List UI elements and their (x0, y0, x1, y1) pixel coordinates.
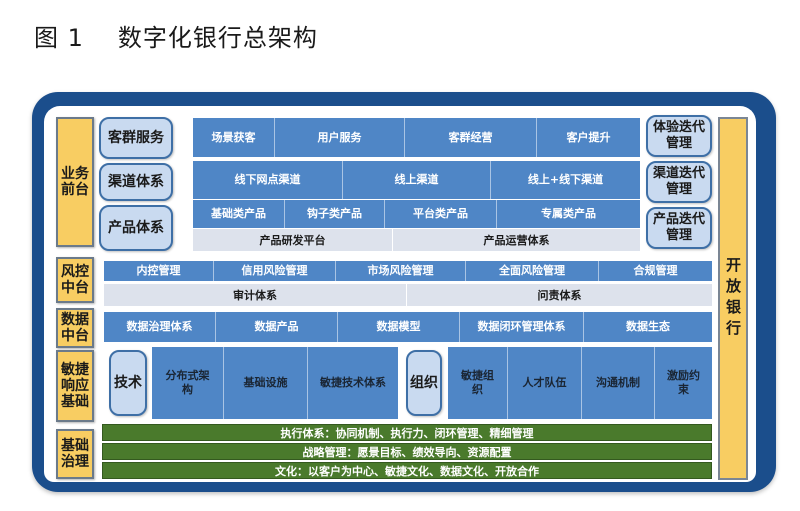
cell-talent-team: 人才队伍 (508, 347, 582, 419)
cell-agile-tech-system: 敏捷技术体系 (308, 347, 398, 419)
cell-data-products: 数据产品 (216, 312, 338, 342)
cell-data-closed-loop: 数据闭环管理体系 (460, 312, 584, 342)
cell-communication-mechanism: 沟通机制 (582, 347, 655, 419)
cell-offline-channel: 线下网点渠道 (193, 161, 343, 199)
cell-comprehensive-risk: 全面风险管理 (466, 261, 599, 281)
customer-service-row: 场景获客 用户服务 客群经营 客户提升 (193, 118, 640, 157)
iteration-product: 产品迭代 管理 (646, 207, 712, 249)
figure-number: 图 1 (34, 24, 84, 52)
cell-customer-operation: 客群经营 (405, 118, 537, 157)
cell-incentive-constraint: 激励约 束 (655, 347, 712, 419)
cell-omni-channel: 线上+线下渠道 (491, 161, 640, 199)
cell-data-ecosystem: 数据生态 (584, 312, 712, 342)
pillar-technology: 技术 (109, 350, 147, 416)
cell-customer-upgrade: 客户提升 (537, 118, 640, 157)
technology-row: 分布式架 构 基础设施 敏捷技术体系 (152, 347, 398, 419)
cell-infrastructure: 基础设施 (224, 347, 308, 419)
governance-culture: 文化：以客户为中心、敏捷文化、数据文化、开放合作 (102, 462, 712, 479)
iteration-experience: 体验迭代 管理 (646, 115, 712, 157)
open-bank-column: 开放银行 (718, 117, 748, 480)
cell-agile-organization: 敏捷组 织 (448, 347, 508, 419)
product-platform-row: 产品研发平台 产品运营体系 (193, 229, 640, 251)
cell-credit-risk: 信用风险管理 (214, 261, 336, 281)
row-label-customer-service: 客群服务 (99, 117, 173, 159)
cell-internal-control: 内控管理 (104, 261, 214, 281)
row-label-product-system: 产品体系 (99, 205, 173, 251)
layer-label-business: 业务 前台 (56, 117, 94, 247)
cell-audit-system: 审计体系 (104, 284, 407, 306)
cell-distributed-architecture: 分布式架 构 (152, 347, 224, 419)
governance-strategy: 战略管理：愿景目标、绩效导向、资源配置 (102, 443, 712, 460)
layer-label-data: 数据 中台 (56, 308, 94, 348)
governance-execution: 执行体系：协同机制、执行力、闭环管理、精细管理 (102, 424, 712, 441)
cell-online-channel: 线上渠道 (343, 161, 491, 199)
cell-user-service: 用户服务 (275, 118, 405, 157)
cell-data-governance: 数据治理体系 (104, 312, 216, 342)
channel-row: 线下网点渠道 线上渠道 线上+线下渠道 (193, 161, 640, 199)
data-row: 数据治理体系 数据产品 数据模型 数据闭环管理体系 数据生态 (104, 312, 712, 342)
figure-title: 图 1 数字化银行总架构 (34, 18, 318, 53)
layer-label-agile: 敏捷 响应 基础 (56, 350, 94, 422)
cell-compliance: 合规管理 (599, 261, 712, 281)
organization-row: 敏捷组 织 人才队伍 沟通机制 激励约 束 (448, 347, 712, 419)
cell-hook-products: 钩子类产品 (285, 200, 385, 228)
cell-exclusive-products: 专属类产品 (497, 200, 640, 228)
figure-caption: 数字化银行总架构 (117, 24, 318, 52)
iteration-channel: 渠道迭代 管理 (646, 161, 712, 203)
cell-data-model: 数据模型 (338, 312, 460, 342)
risk-systems-row: 审计体系 问责体系 (104, 284, 712, 306)
layer-label-governance: 基础 治理 (56, 429, 94, 479)
pillar-organization: 组织 (406, 350, 442, 416)
cell-basic-products: 基础类产品 (193, 200, 285, 228)
row-label-channel-system: 渠道体系 (99, 163, 173, 201)
cell-product-rd-platform: 产品研发平台 (193, 229, 393, 251)
cell-product-operation-system: 产品运营体系 (393, 229, 640, 251)
risk-row: 内控管理 信用风险管理 市场风险管理 全面风险管理 合规管理 (104, 261, 712, 281)
cell-market-risk: 市场风险管理 (336, 261, 466, 281)
product-row: 基础类产品 钩子类产品 平台类产品 专属类产品 (193, 200, 640, 228)
cell-scene-acquisition: 场景获客 (193, 118, 275, 157)
cell-accountability-system: 问责体系 (407, 284, 712, 306)
layer-label-risk: 风控 中台 (56, 257, 94, 303)
cell-platform-products: 平台类产品 (385, 200, 497, 228)
